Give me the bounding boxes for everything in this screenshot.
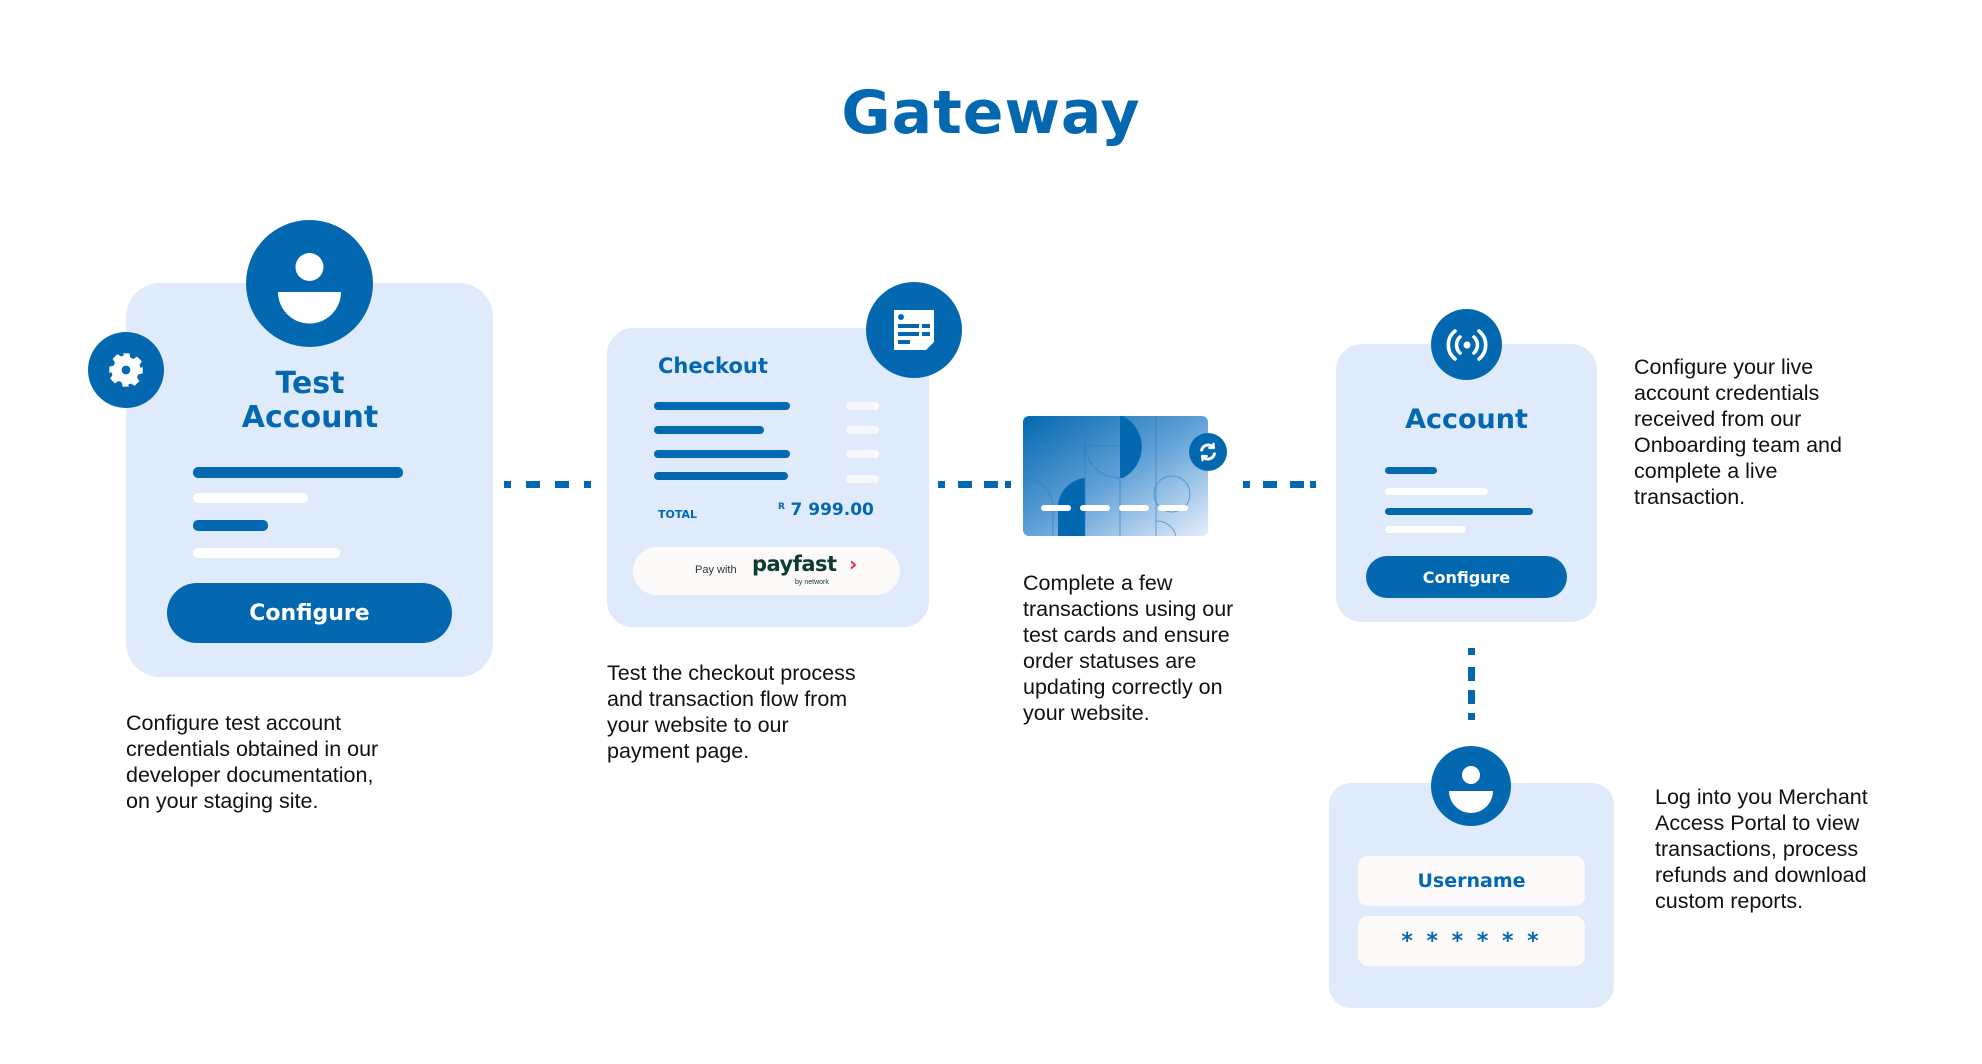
step-1-description: Configure test account credentials obtai… [126,711,379,813]
connector-dash [1243,481,1250,488]
step-3-description: Complete a few transactions using our te… [1023,571,1234,725]
pay-with-label: Pay with [695,564,737,576]
live-account-title: Account [1405,404,1528,435]
refresh-icon [1189,433,1227,471]
placeholder-line [193,467,403,478]
placeholder-line [1385,467,1437,474]
currency-symbol: R [778,502,785,512]
connector-dash [984,481,998,488]
placeholder-price [846,426,879,434]
title-line-1: Test [275,366,345,401]
connector-dash [584,481,591,488]
connector-dash [1290,481,1304,488]
total-value: 7 999.00 [790,500,874,520]
payfast-sub: by network [795,579,829,586]
placeholder-line [654,402,790,410]
username-field[interactable]: Username [1358,856,1585,906]
payfast-logo: payfast [752,552,837,576]
placeholder-line [193,493,308,503]
placeholder-line [193,548,340,558]
connector-dash [1468,690,1475,704]
placeholder-line [193,520,268,531]
connector-dash [1005,481,1011,488]
connector-dash [1263,481,1277,488]
step-2-description: Test the checkout process and transactio… [607,661,856,763]
placeholder-line [1385,526,1466,533]
placeholder-line [654,450,790,458]
placeholder-line [1385,508,1533,515]
placeholder-line [1385,488,1488,495]
configure-live-button[interactable]: Configure [1366,556,1567,598]
user-avatar-icon [246,220,373,347]
title-line-2: Account [241,400,379,435]
connector-dash [1310,481,1316,488]
connector-dash [1468,667,1475,681]
receipt-icon [866,282,962,378]
placeholder-line [654,426,764,434]
broadcast-icon [1431,309,1502,380]
step-5-description: Log into you Merchant Access Portal to v… [1655,785,1868,913]
connector-dash [1468,648,1475,655]
total-label: TOTAL [658,508,698,521]
placeholder-price [846,402,879,410]
total-amount: R 7 999.00 [778,500,874,520]
connector-dash [555,481,569,488]
configure-test-button[interactable]: Configure [167,583,452,643]
placeholder-price [846,475,879,483]
connector-dash [1468,713,1475,720]
pay-with-payfast-button[interactable]: Pay with payfast › by network [633,547,900,595]
connector-dash [504,481,511,488]
user-avatar-icon [1431,746,1511,826]
placeholder-line [654,472,788,480]
gear-icon [88,332,164,408]
page-title: Gateway [841,78,1141,148]
credit-card-graphic [1023,416,1208,536]
checkout-title: Checkout [658,354,768,378]
test-account-title: Test Account [200,367,420,435]
step-4-description: Configure your live account credentials … [1634,355,1842,509]
payfast-chevron-icon: › [849,552,858,576]
connector-dash [958,481,972,488]
connector-dash [938,481,945,488]
password-field[interactable]: * * * * * * [1358,916,1585,966]
placeholder-price [846,450,879,458]
connector-dash [526,481,540,488]
